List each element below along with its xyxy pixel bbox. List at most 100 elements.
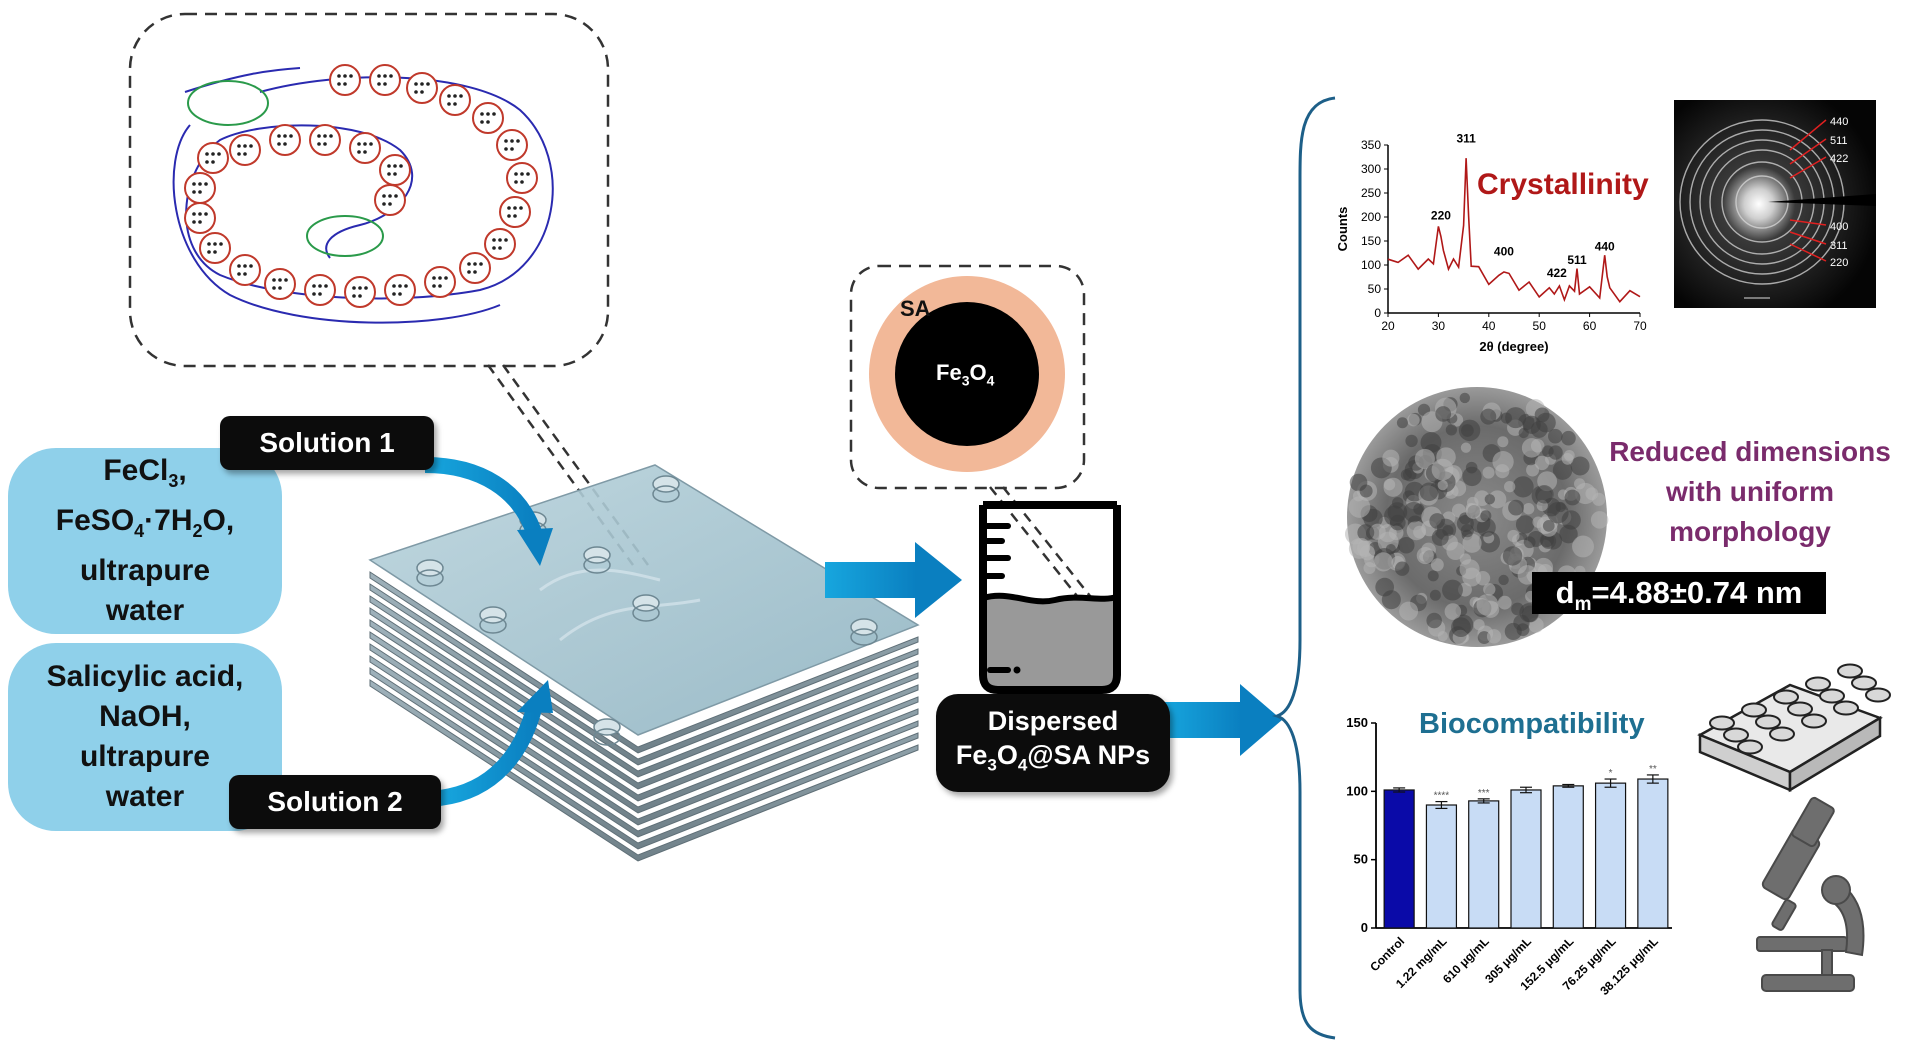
solution1-arrow bbox=[424, 457, 553, 566]
droplet-dot bbox=[383, 82, 387, 86]
droplet-dot bbox=[414, 90, 418, 94]
droplet-dot bbox=[249, 144, 253, 148]
significance-mark: ** bbox=[1649, 764, 1657, 775]
well bbox=[1837, 663, 1863, 679]
size-symbol: d bbox=[1555, 575, 1575, 610]
droplet-dot bbox=[192, 212, 196, 216]
tem-particle bbox=[1480, 510, 1492, 522]
droplet-dot bbox=[510, 139, 514, 143]
droplet-dot bbox=[192, 190, 196, 194]
tem-particle bbox=[1534, 455, 1550, 471]
droplet-dot bbox=[414, 82, 418, 86]
chip-layer bbox=[369, 631, 919, 814]
ingredient-line: NaOH, bbox=[99, 700, 191, 733]
droplet-dot bbox=[504, 238, 508, 242]
droplet-dot bbox=[205, 160, 209, 164]
droplet-dot bbox=[343, 74, 347, 78]
droplet-dot bbox=[289, 134, 293, 138]
fe3o4-label: Fe3O4 bbox=[936, 360, 995, 389]
morphology-heading-line: with uniform bbox=[1666, 476, 1834, 507]
droplet bbox=[439, 84, 471, 116]
saed-ring-label: 440 bbox=[1830, 116, 1848, 128]
tem-particle bbox=[1590, 511, 1609, 529]
y-tick-label: 0 bbox=[1361, 920, 1368, 935]
droplet-dot bbox=[526, 172, 530, 176]
tem-particle bbox=[1504, 622, 1522, 640]
significance-mark: **** bbox=[1434, 791, 1450, 802]
solution1-label-text: Solution 1 bbox=[259, 427, 395, 458]
tem-particle bbox=[1407, 413, 1420, 427]
droplet-dot bbox=[504, 139, 508, 143]
bar bbox=[1594, 782, 1627, 929]
particle-callout bbox=[849, 264, 1086, 490]
chip-port-base bbox=[652, 485, 680, 503]
droplet bbox=[484, 228, 516, 260]
tem-particle bbox=[1437, 479, 1448, 491]
droplet-dot bbox=[237, 264, 241, 268]
saed-leader bbox=[1789, 138, 1827, 165]
droplet-dot bbox=[323, 134, 327, 138]
morphology-heading-line: morphology bbox=[1669, 516, 1831, 547]
size-value: =4.88±0.74 nm bbox=[1591, 575, 1803, 610]
droplet-dot bbox=[507, 214, 511, 218]
tem-particle bbox=[1459, 559, 1480, 580]
tem-particle bbox=[1426, 612, 1442, 629]
well bbox=[1819, 688, 1845, 704]
droplet-dot bbox=[213, 250, 217, 254]
tem-particle bbox=[1427, 570, 1439, 582]
droplet-dot bbox=[237, 272, 241, 276]
y-tick-label: 100 bbox=[1361, 258, 1381, 272]
microscope-icon bbox=[1756, 796, 1865, 992]
droplet bbox=[424, 266, 456, 298]
chip-port bbox=[652, 475, 680, 493]
bar bbox=[1637, 778, 1669, 929]
droplet-dot bbox=[510, 147, 514, 151]
droplet-dot bbox=[479, 262, 483, 266]
product-line2: Fe3O4@SA NPs bbox=[955, 739, 1151, 775]
tem-particle bbox=[1574, 478, 1586, 490]
droplet bbox=[406, 72, 438, 104]
tem-particle bbox=[1357, 524, 1375, 541]
tem-particle bbox=[1373, 552, 1393, 572]
droplet-dot bbox=[192, 182, 196, 186]
tem-particle bbox=[1398, 536, 1415, 554]
saed-ring-label: 422 bbox=[1830, 153, 1848, 165]
particle-size-label: dm=4.88±0.74 nm bbox=[1532, 572, 1826, 615]
tem-particle bbox=[1462, 533, 1482, 553]
tem-particle bbox=[1592, 492, 1606, 506]
tem-particle bbox=[1505, 407, 1527, 429]
droplet-dot bbox=[198, 212, 202, 216]
droplet-dot bbox=[213, 242, 217, 246]
droplet-dot bbox=[480, 112, 484, 116]
tem-particle bbox=[1515, 515, 1535, 534]
droplet-dot bbox=[492, 238, 496, 242]
saed-leader bbox=[1789, 119, 1827, 151]
droplet bbox=[496, 129, 528, 161]
droplet-dot bbox=[504, 147, 508, 151]
solution1-label: Solution 1 bbox=[220, 416, 434, 470]
solution2-label-text: Solution 2 bbox=[267, 786, 403, 817]
tem-particle bbox=[1492, 451, 1514, 473]
tem-particle bbox=[1475, 571, 1491, 586]
droplet-dot bbox=[467, 270, 471, 274]
droplet-dot bbox=[323, 142, 327, 146]
droplet-dot bbox=[438, 284, 442, 288]
tem-particle bbox=[1473, 619, 1485, 631]
ingredient-line: water bbox=[105, 594, 185, 627]
droplet-dot bbox=[473, 270, 477, 274]
droplet-dot bbox=[243, 272, 247, 276]
tem-particle bbox=[1542, 520, 1555, 532]
droplet-dot bbox=[272, 278, 276, 282]
droplet-dot bbox=[520, 172, 524, 176]
peak-label: 511 bbox=[1567, 253, 1587, 267]
saed-ring-label: 220 bbox=[1830, 257, 1848, 269]
droplet-dot bbox=[284, 278, 288, 282]
droplet-dot bbox=[369, 142, 373, 146]
droplet-dot bbox=[432, 276, 436, 280]
droplet-dot bbox=[453, 94, 457, 98]
tem-particle bbox=[1442, 579, 1463, 601]
droplet-dot bbox=[278, 286, 282, 290]
chip-port-base bbox=[583, 556, 611, 574]
droplet-dot bbox=[217, 152, 221, 156]
